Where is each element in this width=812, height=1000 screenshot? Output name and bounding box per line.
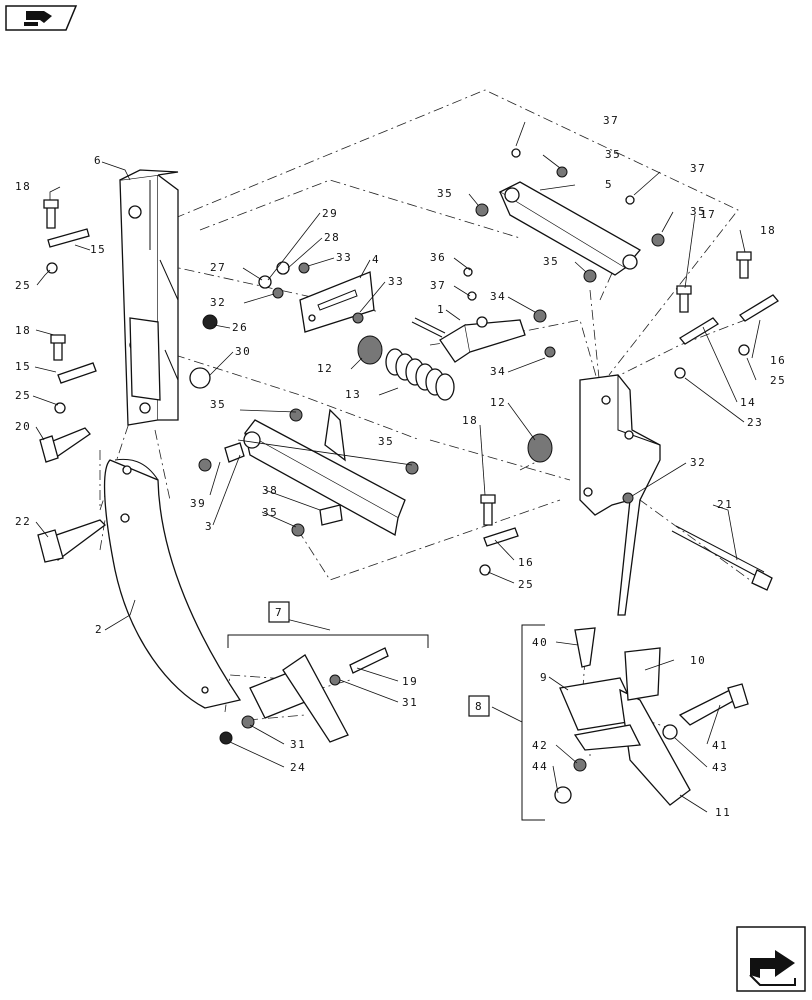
callout-16: 16 bbox=[518, 556, 534, 569]
callout-labels: 6 18 15 25 18 15 25 20 22 2 26 30 29 28 … bbox=[15, 114, 786, 819]
leader-lines bbox=[32, 121, 761, 813]
part-5-link bbox=[498, 181, 641, 276]
callout-22: 22 bbox=[15, 515, 31, 528]
callout-40: 40 bbox=[532, 636, 548, 649]
callout-37: 37 bbox=[690, 162, 706, 175]
callout-35: 35 bbox=[378, 435, 394, 448]
callout-2: 2 bbox=[95, 623, 103, 636]
callout-42: 42 bbox=[532, 739, 548, 752]
callout-41: 41 bbox=[712, 739, 728, 752]
part-1-clevis bbox=[411, 317, 526, 363]
callout-28: 28 bbox=[324, 231, 340, 244]
callout-9: 9 bbox=[540, 671, 548, 684]
callout-4: 4 bbox=[372, 253, 380, 266]
callout-1: 1 bbox=[437, 303, 445, 316]
svg-text:7: 7 bbox=[275, 606, 282, 619]
callout-37: 37 bbox=[430, 279, 446, 292]
callout-31: 31 bbox=[290, 738, 306, 751]
next-page-arrow-icon[interactable] bbox=[736, 926, 806, 992]
book-arrow-icon[interactable] bbox=[5, 5, 78, 31]
callout-20: 20 bbox=[15, 420, 31, 433]
callout-35: 35 bbox=[437, 187, 453, 200]
callout-10: 10 bbox=[690, 654, 706, 667]
part-6-mast bbox=[119, 169, 179, 426]
svg-text:8: 8 bbox=[475, 700, 482, 713]
callout-12: 12 bbox=[317, 362, 333, 375]
callout-19: 19 bbox=[402, 675, 418, 688]
callout-25: 25 bbox=[15, 279, 31, 292]
callout-6: 6 bbox=[94, 154, 102, 167]
callout-26: 26 bbox=[232, 321, 248, 334]
callout-35: 35 bbox=[690, 205, 706, 218]
part-2-shank bbox=[103, 458, 242, 709]
callout-18: 18 bbox=[15, 180, 31, 193]
callout-33: 33 bbox=[336, 251, 352, 264]
part-bolts bbox=[37, 199, 752, 563]
callout-11: 11 bbox=[715, 806, 731, 819]
callout-15: 15 bbox=[15, 360, 31, 373]
callout-12: 12 bbox=[490, 396, 506, 409]
part-pins bbox=[47, 228, 779, 547]
callout-31: 31 bbox=[402, 696, 418, 709]
callout-21: 21 bbox=[717, 498, 733, 511]
callout-5: 5 bbox=[605, 178, 613, 191]
callout-35: 35 bbox=[210, 398, 226, 411]
callout-32: 32 bbox=[690, 456, 706, 469]
part-13-spring bbox=[385, 348, 455, 401]
callout-32: 32 bbox=[210, 296, 226, 309]
callout-24: 24 bbox=[290, 761, 306, 774]
callout-30: 30 bbox=[235, 345, 251, 358]
callout-15: 15 bbox=[90, 243, 106, 256]
callout-18: 18 bbox=[15, 324, 31, 337]
callout-14: 14 bbox=[740, 396, 756, 409]
part-21-bolt bbox=[671, 525, 773, 591]
callout-37: 37 bbox=[603, 114, 619, 127]
group-label-8[interactable]: 8 bbox=[468, 695, 490, 717]
part-12-bushings bbox=[357, 335, 553, 463]
group-8-assembly bbox=[521, 624, 749, 821]
callout-35: 35 bbox=[262, 506, 278, 519]
callout-39: 39 bbox=[190, 497, 206, 510]
callout-33: 33 bbox=[388, 275, 404, 288]
callout-18: 18 bbox=[760, 224, 776, 237]
callout-3: 3 bbox=[205, 520, 213, 533]
callout-44: 44 bbox=[532, 760, 548, 773]
part-frame-bracket bbox=[579, 374, 661, 616]
callout-35: 35 bbox=[605, 148, 621, 161]
callout-27: 27 bbox=[210, 261, 226, 274]
group-label-7[interactable]: 7 bbox=[268, 601, 290, 623]
callout-29: 29 bbox=[322, 207, 338, 220]
callout-34: 34 bbox=[490, 365, 506, 378]
part-nuts-washers bbox=[46, 148, 750, 576]
callout-35: 35 bbox=[543, 255, 559, 268]
part-4-plate bbox=[299, 271, 375, 333]
callout-38: 38 bbox=[262, 484, 278, 497]
callout-23: 23 bbox=[747, 416, 763, 429]
part-3-beam bbox=[243, 408, 406, 537]
callout-18: 18 bbox=[462, 414, 478, 427]
callout-17: 17 bbox=[700, 208, 716, 221]
callout-43: 43 bbox=[712, 761, 728, 774]
callout-16: 16 bbox=[770, 354, 786, 367]
callout-36: 36 bbox=[430, 251, 446, 264]
callout-13: 13 bbox=[345, 388, 361, 401]
group-7-assembly bbox=[219, 634, 429, 745]
callout-34: 34 bbox=[490, 290, 506, 303]
callout-25: 25 bbox=[15, 389, 31, 402]
callout-25: 25 bbox=[770, 374, 786, 387]
callout-25: 25 bbox=[518, 578, 534, 591]
